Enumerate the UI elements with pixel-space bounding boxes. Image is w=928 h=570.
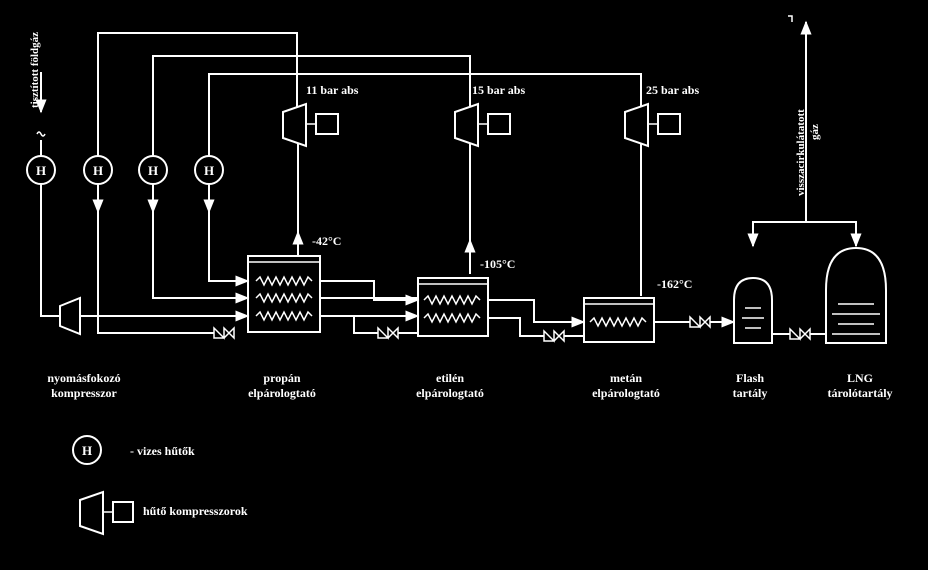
ethylene-label-2: elpárologtató bbox=[416, 386, 484, 400]
valve-icon bbox=[789, 327, 811, 341]
methane-label: metán bbox=[610, 371, 642, 385]
propane-label: propán bbox=[263, 371, 300, 385]
pressure-label: 15 bar abs bbox=[472, 83, 525, 97]
temperature-label: -42°C bbox=[312, 234, 341, 248]
svg-text:H: H bbox=[93, 163, 103, 178]
booster-label-2: kompresszor bbox=[51, 386, 117, 400]
flash-label: Flash bbox=[736, 371, 764, 385]
water-cooler-icon: H bbox=[83, 155, 113, 185]
valve-icon bbox=[543, 329, 565, 343]
feed-gas-line bbox=[35, 72, 60, 317]
methane-evaporator bbox=[583, 297, 655, 343]
recycle-gas-label-2: gáz bbox=[809, 124, 821, 140]
compressor-icon bbox=[282, 102, 339, 148]
flash-label-2: tartály bbox=[733, 386, 768, 400]
compressor-return-lines bbox=[292, 142, 642, 296]
water-cooler-icon: H bbox=[26, 155, 56, 185]
legend-refrigeration-compressors: hűtő kompresszorok bbox=[143, 504, 248, 518]
propane-evaporator bbox=[247, 255, 321, 333]
svg-text:H: H bbox=[148, 163, 158, 178]
lng-label: LNG bbox=[847, 371, 873, 385]
booster-compressor-icon bbox=[59, 296, 81, 336]
recycle-gas-line bbox=[747, 15, 862, 248]
water-cooler-icon: H bbox=[72, 435, 102, 465]
temperature-label: -162°C bbox=[657, 277, 692, 291]
compressor-icon bbox=[624, 102, 681, 148]
propane-label-2: elpárologtató bbox=[248, 386, 316, 400]
svg-text:H: H bbox=[82, 443, 92, 458]
pressure-label: 25 bar abs bbox=[646, 83, 699, 97]
water-cooler-icon: H bbox=[138, 155, 168, 185]
svg-text:H: H bbox=[204, 163, 214, 178]
methane-label-2: elpárologtató bbox=[592, 386, 660, 400]
compressor-icon bbox=[79, 490, 134, 536]
feed-gas-label: tisztított földgáz bbox=[29, 32, 41, 108]
refrigerant-loop-lines bbox=[92, 32, 642, 214]
process-lines bbox=[80, 212, 826, 337]
compressor-icon bbox=[454, 102, 511, 148]
recycle-gas-label: visszacirkulátatott bbox=[795, 109, 807, 196]
ethylene-label: etilén bbox=[436, 371, 464, 385]
lng-label-2: tárolótartály bbox=[827, 386, 892, 400]
ethylene-evaporator bbox=[417, 277, 489, 337]
valve-icon bbox=[213, 326, 235, 340]
lng-storage-tank bbox=[825, 246, 887, 344]
legend: H - vizes hűtők hűtő kompresszorok bbox=[72, 435, 248, 536]
booster-label: nyomásfokozó bbox=[47, 371, 120, 385]
pressure-label: 11 bar abs bbox=[306, 83, 359, 97]
valve-icon bbox=[377, 326, 399, 340]
svg-text:H: H bbox=[36, 163, 46, 178]
valve-icon bbox=[689, 315, 711, 329]
temperature-label: -105°C bbox=[480, 257, 515, 271]
water-cooler-icon: H bbox=[194, 155, 224, 185]
flash-tank bbox=[733, 276, 773, 344]
legend-water-coolers: - vizes hűtők bbox=[130, 444, 195, 458]
